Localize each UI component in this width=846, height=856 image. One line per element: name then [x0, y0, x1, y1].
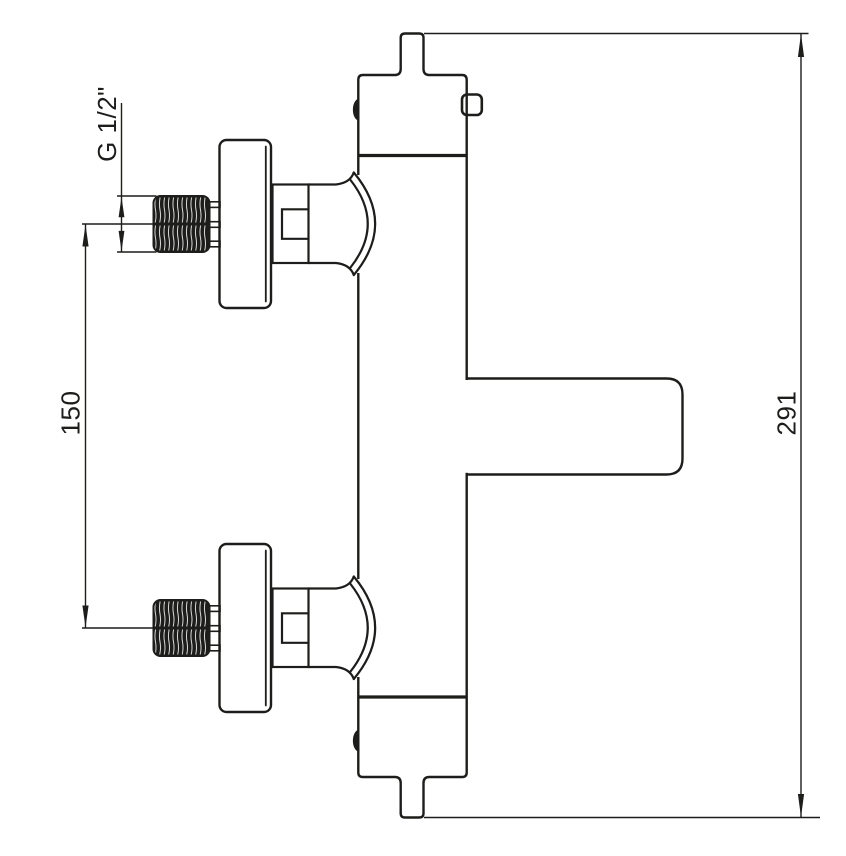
inlet-connector-bottom	[152, 542, 377, 714]
mixer-body-outline	[357, 32, 468, 819]
dimension-label-spacing: 150	[56, 391, 86, 436]
arrowhead-up-icon	[118, 196, 125, 218]
arrowhead-down-icon	[82, 605, 89, 628]
dimension-thread-size: G 1/2"	[92, 86, 157, 253]
side-screw-top	[352, 98, 359, 121]
arrowhead-down-icon	[118, 230, 125, 252]
side-screw-bottom	[352, 729, 359, 752]
dimension-label-height: 291	[772, 391, 802, 436]
arrowhead-up-icon	[797, 34, 805, 57]
arrowhead-down-icon	[797, 794, 805, 817]
inlet-connector-top	[152, 138, 377, 310]
arrowhead-up-icon	[82, 224, 89, 247]
spout-edge-mask	[464, 380, 680, 473]
dimension-inlet-spacing: 150	[56, 223, 157, 629]
side-button	[460, 93, 484, 117]
spout-outline	[465, 377, 684, 476]
dimension-overall-height: 291	[424, 32, 820, 819]
dimension-label-thread: G 1/2"	[92, 86, 122, 162]
